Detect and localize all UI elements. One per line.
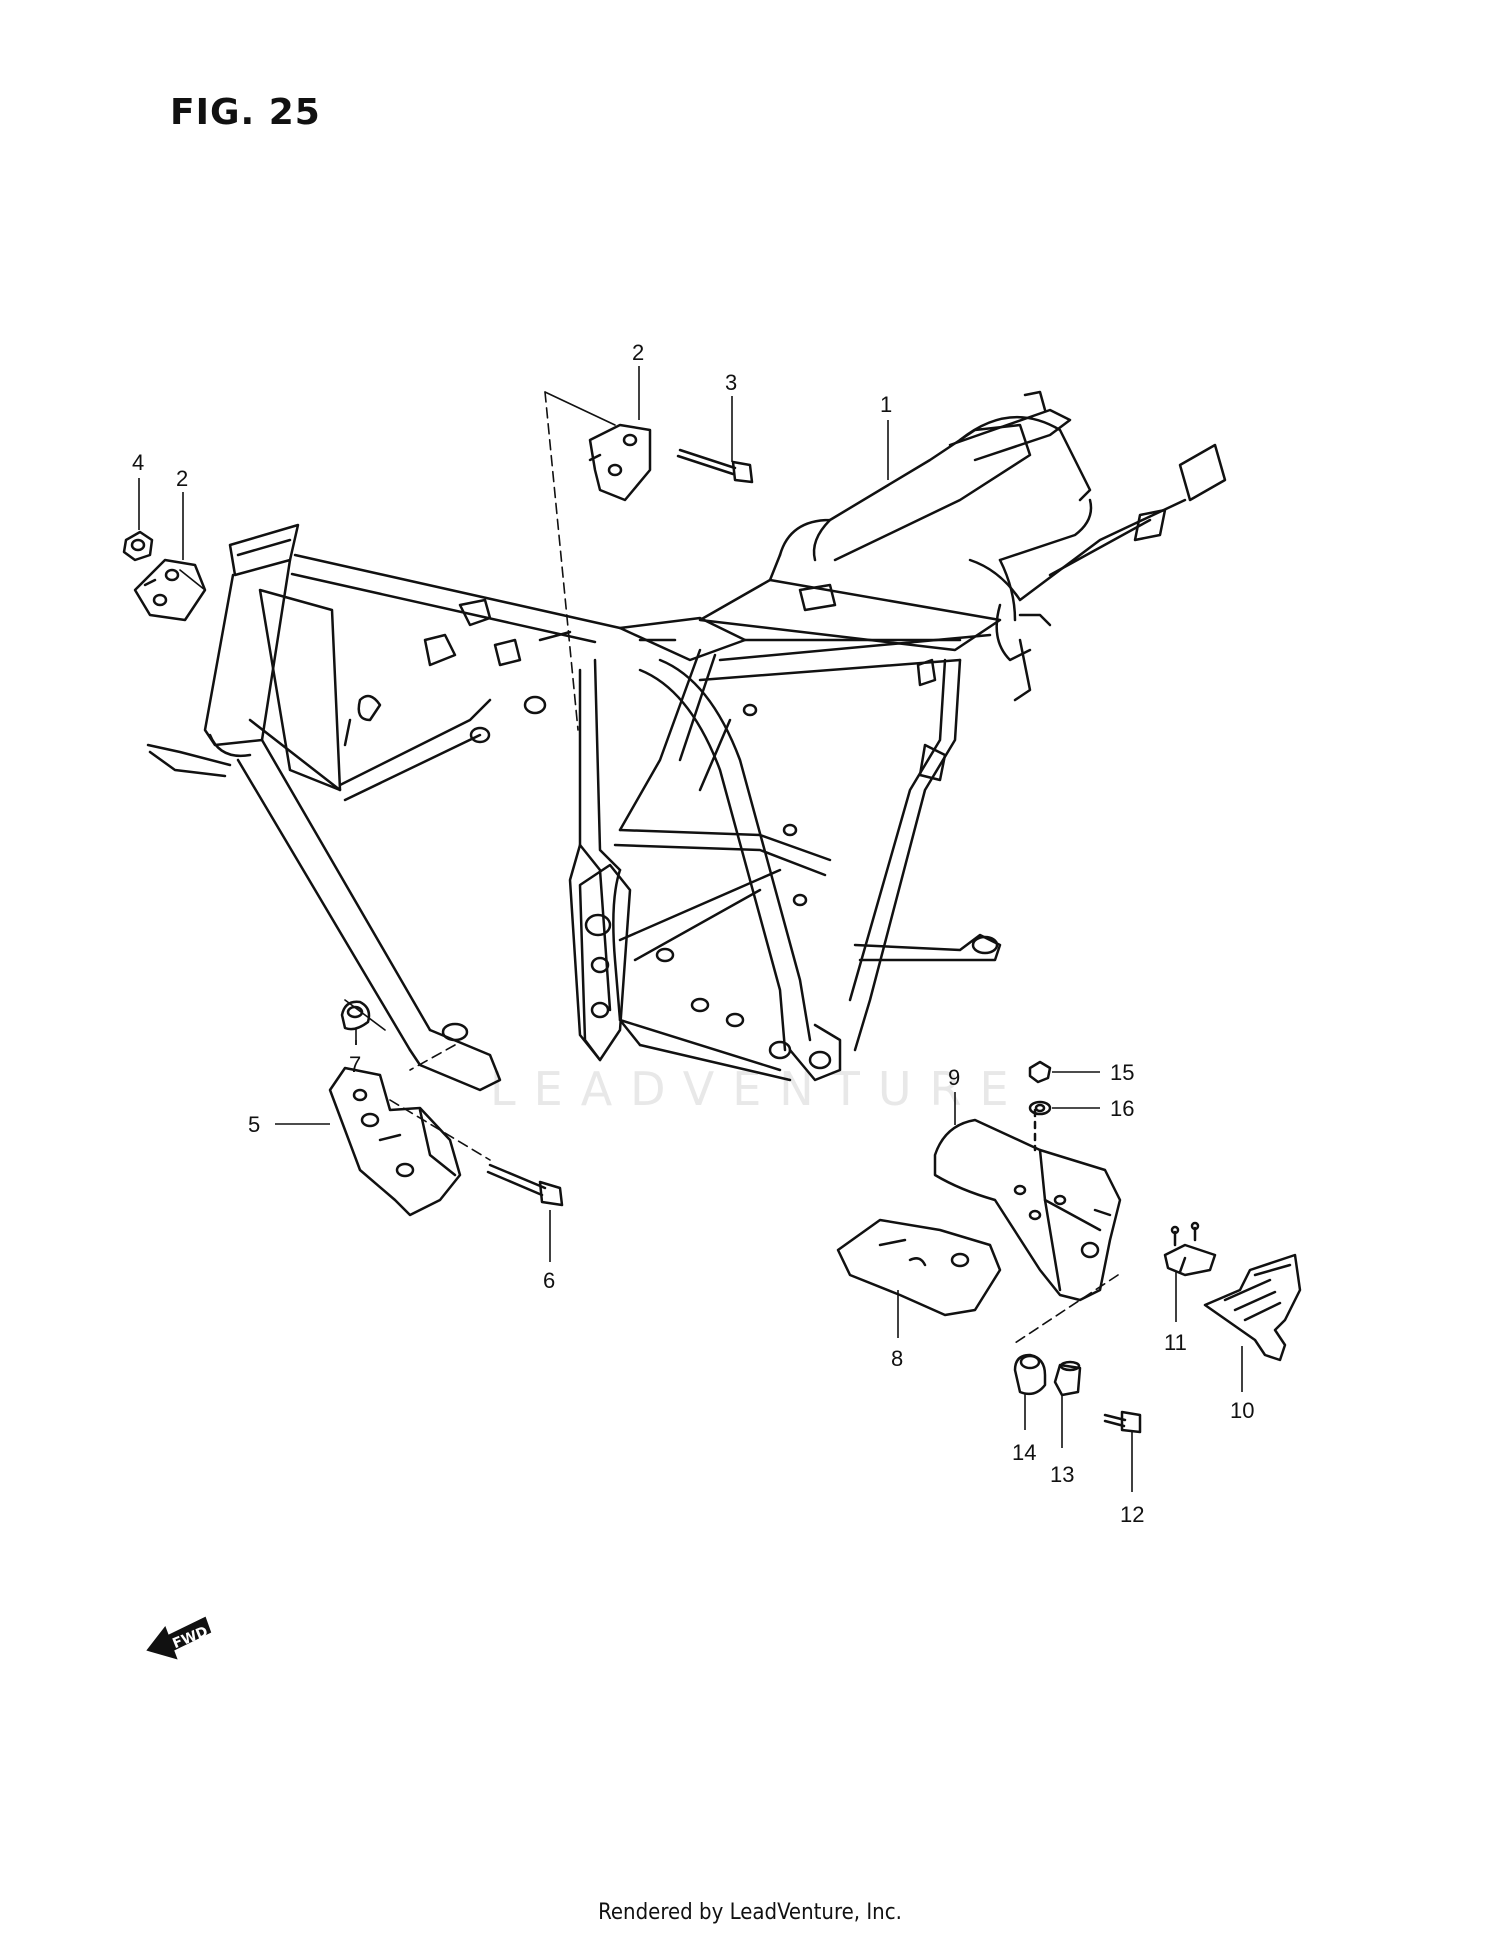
svg-text:15: 15 bbox=[1110, 1060, 1134, 1085]
svg-text:4: 4 bbox=[132, 450, 144, 475]
svg-text:12: 12 bbox=[1120, 1502, 1144, 1527]
callout-12: 12 bbox=[1120, 1432, 1144, 1527]
part-13-spacer bbox=[1053, 1360, 1082, 1397]
callout-10: 10 bbox=[1230, 1346, 1254, 1423]
alignment-lines bbox=[389, 391, 1119, 1346]
part-6-long-bolt bbox=[486, 1163, 564, 1207]
callout-2-left: 2 bbox=[176, 466, 188, 560]
callout-9: 9 bbox=[948, 1065, 960, 1125]
watermark-text: LEADVENTURE bbox=[490, 1062, 1027, 1116]
footer-credit: Rendered by LeadVenture, Inc. bbox=[598, 1900, 902, 1925]
svg-text:8: 8 bbox=[891, 1346, 903, 1371]
part-2-bracket-top bbox=[588, 423, 652, 502]
svg-text:3: 3 bbox=[725, 370, 737, 395]
part-3-bolt bbox=[676, 448, 754, 484]
part-15-nut bbox=[1028, 1060, 1052, 1084]
main-frame bbox=[146, 390, 1227, 1092]
callout-6: 6 bbox=[543, 1210, 555, 1293]
callout-4: 4 bbox=[132, 450, 144, 530]
svg-text:9: 9 bbox=[948, 1065, 960, 1090]
svg-text:14: 14 bbox=[1012, 1440, 1036, 1465]
part-8-guard-plate bbox=[836, 1218, 1002, 1317]
part-5-engine-bracket bbox=[328, 1066, 462, 1217]
callout-5: 5 bbox=[248, 1112, 330, 1137]
svg-text:1: 1 bbox=[880, 392, 892, 417]
svg-text:2: 2 bbox=[632, 340, 644, 365]
callout-15: 15 bbox=[1052, 1060, 1134, 1085]
part-2-bracket-left bbox=[133, 558, 207, 622]
svg-text:16: 16 bbox=[1110, 1096, 1134, 1121]
svg-text:10: 10 bbox=[1230, 1398, 1254, 1423]
part-12-screw bbox=[1103, 1410, 1142, 1434]
leader-helpers bbox=[179, 391, 616, 1031]
svg-text:13: 13 bbox=[1050, 1462, 1074, 1487]
svg-text:5: 5 bbox=[248, 1112, 260, 1137]
part-10-side-bracket bbox=[1203, 1253, 1302, 1362]
svg-text:7: 7 bbox=[349, 1052, 361, 1077]
callout-11: 11 bbox=[1164, 1272, 1187, 1355]
callout-1: 1 bbox=[880, 392, 892, 480]
callout-13: 13 bbox=[1050, 1396, 1074, 1487]
callout-3: 3 bbox=[725, 370, 737, 462]
callout-16: 16 bbox=[1052, 1096, 1134, 1121]
callout-8: 8 bbox=[891, 1290, 903, 1371]
callout-2-top: 2 bbox=[632, 340, 644, 420]
part-9-skid-plate bbox=[933, 1108, 1122, 1302]
svg-text:11: 11 bbox=[1164, 1330, 1187, 1355]
callout-7: 7 bbox=[349, 1028, 361, 1077]
svg-text:6: 6 bbox=[543, 1268, 555, 1293]
part-14-bushing bbox=[1013, 1353, 1047, 1396]
svg-text:2: 2 bbox=[176, 466, 188, 491]
part-4-nut bbox=[122, 530, 154, 562]
part-16-washer bbox=[1028, 1100, 1052, 1116]
fwd-arrow-icon: FWD bbox=[146, 1616, 212, 1660]
figure-title: FIG. 25 bbox=[170, 92, 321, 133]
callout-14: 14 bbox=[1012, 1394, 1036, 1465]
part-11-rubber-mount bbox=[1163, 1221, 1217, 1277]
